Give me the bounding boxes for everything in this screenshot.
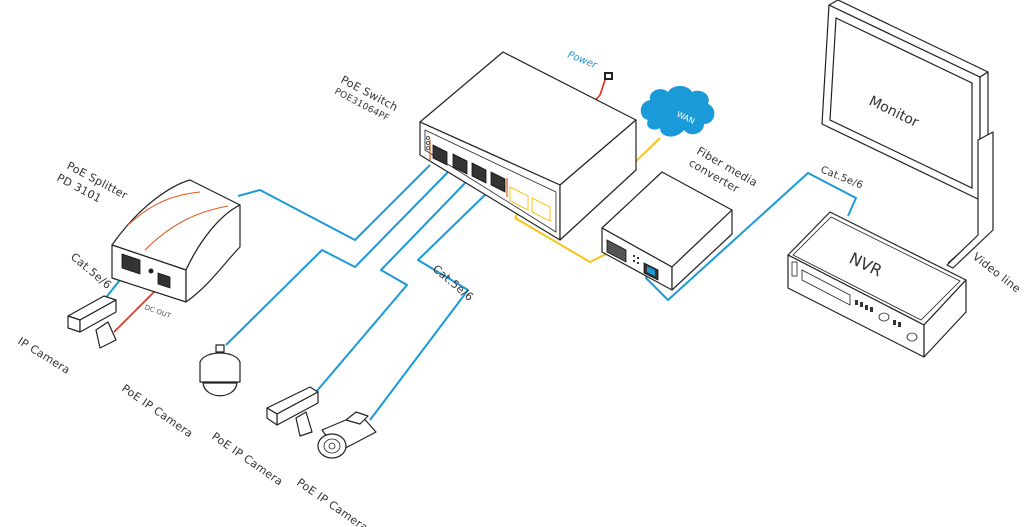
poe-ip-camera-box	[266, 386, 319, 437]
monitor: Monitor	[821, 0, 994, 269]
rj45-port-icon	[471, 162, 487, 184]
cable-switch-to-bullet-camera	[369, 189, 491, 421]
cloud-icon	[640, 86, 715, 137]
video-line-label: Video line	[970, 250, 1023, 295]
poe-splitter	[111, 179, 241, 303]
rj45-port-icon	[121, 253, 141, 275]
cable-switch-to-box-camera	[315, 179, 469, 393]
power-label: Power	[566, 50, 599, 72]
fiber-media-converter	[601, 171, 733, 291]
rj45-port-icon	[490, 171, 506, 193]
bullet-camera-label: PoE IP Camera	[294, 476, 370, 527]
switch-rj45-ports	[429, 140, 508, 197]
poe-ip-camera-dome	[199, 344, 241, 397]
cable-switch-to-dome-camera	[225, 171, 449, 346]
camera-mount-icon	[95, 321, 117, 349]
cat-label-splitter: Cat.5e/6	[68, 250, 114, 292]
cable-switch-to-splitter	[237, 164, 431, 241]
sfp-port-icon	[509, 186, 529, 211]
dome-camera-icon	[199, 352, 241, 383]
dc-port-icon	[157, 272, 171, 289]
wan-cloud: WAN	[640, 86, 715, 137]
nvr: NVR	[787, 211, 967, 358]
ip-camera	[67, 295, 117, 349]
rj45-port-icon	[452, 153, 468, 175]
cat-label-cameras: Cat.5e/6	[430, 262, 476, 304]
dome-camera-label: PoE IP Camera	[119, 382, 195, 441]
switch-side	[559, 119, 637, 241]
poe-switch	[419, 51, 637, 241]
box-camera-label: PoE IP Camera	[209, 430, 285, 489]
cat-label-nvr: Cat.5e/6	[819, 165, 865, 192]
rj45-port-icon	[432, 144, 448, 166]
ip-camera-label: IP Camera	[15, 335, 72, 377]
led-icon	[426, 136, 430, 140]
poe-ip-camera-bullet	[317, 411, 377, 459]
sfp-port-icon	[531, 197, 551, 222]
dc-out-label: DC OUT	[143, 303, 172, 320]
